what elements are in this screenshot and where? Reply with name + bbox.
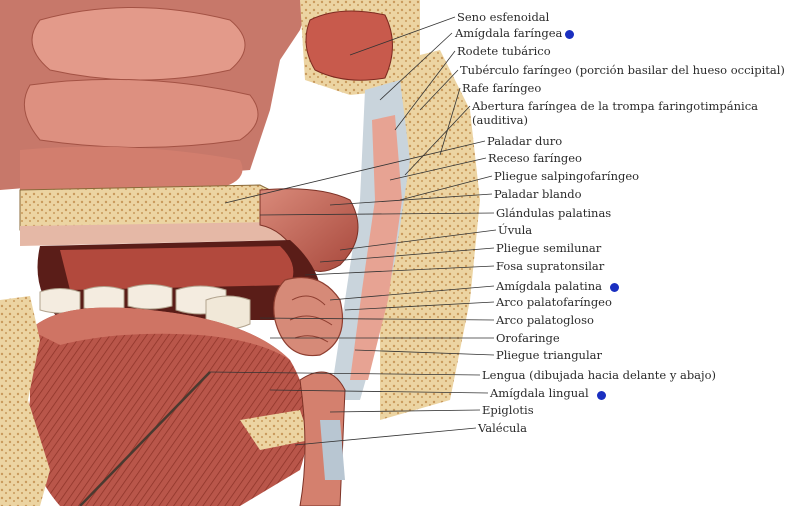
palatine-tonsil [274, 278, 343, 356]
label-pliegue-triangular: Pliegue triangular [496, 348, 602, 362]
label-abertura-faringea: Abertura faríngea de la trompa faringoti… [472, 99, 758, 113]
label-valecula: Valécula [478, 421, 527, 435]
label-pliegue-salpingofaringeo: Pliegue salpingofaríngeo [494, 169, 639, 183]
label-amigdala-lingual: Amígdala lingual [490, 386, 589, 400]
marker-dot-icon [565, 30, 574, 39]
label-lengua-text: Lengua [482, 368, 525, 382]
label-glandulas-palatinas: Glándulas palatinas [496, 206, 611, 220]
marker-dot-icon [610, 283, 619, 292]
label-pliegue-semilunar: Pliegue semilunar [496, 241, 601, 255]
label-amigdala-faringea: Amígdala faríngea [455, 26, 562, 40]
label-seno-esfenoidal: Seno esfenoidal [457, 10, 549, 24]
epiglottis [300, 372, 345, 506]
label-paladar-duro: Paladar duro [487, 134, 562, 148]
tongue [28, 308, 308, 506]
label-fosa-supratonsilar: Fosa supratonsilar [496, 259, 604, 273]
label-lengua-note: (dibujada hacia delante y abajo) [529, 368, 716, 382]
marker-dot-icon [597, 391, 606, 400]
label-abertura-faringea-auditiva: (auditiva) [472, 113, 528, 127]
label-receso-faringeo: Receso faríngeo [488, 151, 582, 165]
label-uvula: Úvula [498, 223, 532, 237]
label-lengua: Lengua (dibujada hacia delante y abajo) [482, 368, 716, 382]
label-orofaringe: Orofaringe [496, 331, 560, 345]
label-epiglotis: Epiglotis [482, 403, 534, 417]
hard-palate [20, 185, 290, 246]
label-rodete-tubarico: Rodete tubárico [457, 44, 551, 58]
label-arco-palatofaringeo: Arco palatofaríngeo [496, 295, 612, 309]
label-amigdala-palatina: Amígdala palatina [496, 279, 602, 293]
label-tuberculo-faringeo: Tubérculo faríngeo (porción basilar del … [460, 63, 785, 77]
label-arco-palatogloso: Arco palatogloso [496, 313, 594, 327]
label-rafe-faringeo: Rafe faríngeo [462, 81, 541, 95]
nasal-cavity [0, 0, 310, 190]
label-paladar-blando: Paladar blando [494, 187, 582, 201]
